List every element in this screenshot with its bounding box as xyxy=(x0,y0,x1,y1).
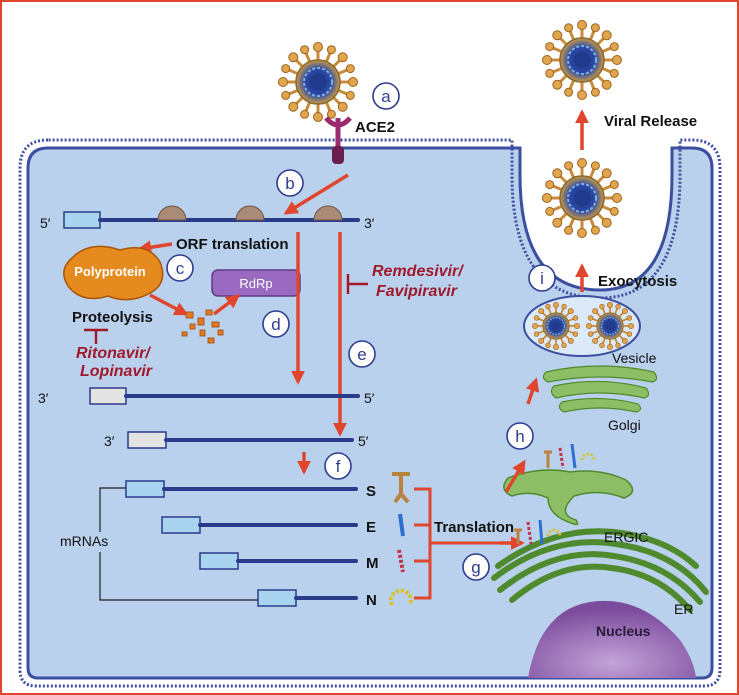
step-f-label: f xyxy=(336,457,341,476)
step-f-circle xyxy=(324,452,352,480)
vesicle-label: Vesicle xyxy=(612,350,657,366)
envelope-protein-icon xyxy=(398,513,405,537)
step-i-label: i xyxy=(540,269,544,288)
genome-5prime-label: 5′ xyxy=(40,215,51,231)
ergic-label: ERGIC xyxy=(604,529,648,545)
translation-bracket xyxy=(414,487,520,600)
membrane-protein-icon xyxy=(397,549,405,573)
protein-e-label: E xyxy=(366,519,376,536)
subgenomic-3prime-label: 3′ xyxy=(104,433,115,449)
polyprotein-blob-icon xyxy=(63,245,164,301)
ribosome-icon xyxy=(157,205,187,221)
step-g-label: g xyxy=(471,558,480,577)
subgenomic-5prime-label: 5′ xyxy=(358,433,369,449)
ergic-shape xyxy=(503,469,634,526)
translation-label: Translation xyxy=(434,519,514,536)
ace2-receptor-icon xyxy=(324,116,352,148)
rdrp-label: RdRp xyxy=(239,276,272,291)
ritonavir-drug-label: Ritonavir/ xyxy=(76,345,151,362)
remdesivir-inhibitor-mark xyxy=(346,274,368,294)
vesicle-virion-icon xyxy=(585,301,635,351)
step-i-circle xyxy=(528,264,556,292)
er-shape xyxy=(491,528,709,613)
protein-s-label: S xyxy=(366,483,376,500)
negative-strand-5prime-label: 5′ xyxy=(364,390,375,406)
golgi-shape xyxy=(542,365,658,413)
negative-strand-box xyxy=(89,387,127,405)
incoming-virion-icon xyxy=(277,41,359,123)
mrnas-label-bg xyxy=(58,532,106,552)
orf-translation-label: ORF translation xyxy=(176,236,289,253)
ergic-to-golgi-arrow xyxy=(504,459,526,493)
subgenomic-negative-box xyxy=(127,431,167,449)
mrna-e-box xyxy=(161,516,201,534)
step-a-label: a xyxy=(381,87,391,106)
cell-membrane xyxy=(18,138,722,688)
step-a-circle xyxy=(372,82,400,110)
viral-release-label: Viral Release xyxy=(604,113,697,130)
released-virion-icon xyxy=(541,19,623,101)
step-d-label: d xyxy=(271,315,280,334)
step-b-label: b xyxy=(285,174,294,193)
budding-virion-icon xyxy=(541,157,623,239)
step-c-circle xyxy=(166,254,194,282)
ergic-protein-cluster-icon xyxy=(544,443,596,469)
step-h-label: h xyxy=(515,427,524,446)
ribosome-icon xyxy=(235,205,265,221)
er-protein-cluster-icon xyxy=(514,519,562,545)
genome-3prime-label: 3′ xyxy=(364,215,375,231)
step-e-circle xyxy=(348,340,376,368)
exocytosis-label: Exocytosis xyxy=(598,273,677,290)
protein-n-label: N xyxy=(366,592,377,609)
step-h-circle xyxy=(506,422,534,450)
nucleocapsid-protein-icon xyxy=(389,588,413,606)
step-g-circle xyxy=(462,553,490,581)
ace2-label: ACE2 xyxy=(355,119,395,136)
nucleus-label: Nucleus xyxy=(596,623,651,639)
vesicle-virion-icon xyxy=(531,301,581,351)
protein-fragments-icon xyxy=(181,309,224,344)
step-c-label: c xyxy=(176,259,185,278)
entry-arrow xyxy=(283,173,349,215)
er-label: ER xyxy=(674,601,693,617)
negative-strand-3prime-label: 3′ xyxy=(38,390,49,406)
golgi-label: Golgi xyxy=(608,417,641,433)
nucleus-shape xyxy=(528,600,696,678)
remdesivir-drug-label: Remdesivir/ xyxy=(372,263,464,280)
proteolysis-arrow xyxy=(149,293,189,316)
orf-translation-arrow xyxy=(137,240,173,255)
step-e-label: e xyxy=(357,345,366,364)
mrnas-label: mRNAs xyxy=(60,533,108,549)
golgi-to-vesicle-arrow xyxy=(525,377,540,405)
ritonavir-inhibitor-mark xyxy=(84,328,108,344)
rdrp-box xyxy=(211,269,301,297)
polyprotein-label: Polyprotein xyxy=(74,264,146,279)
proteolysis-label: Proteolysis xyxy=(72,309,153,326)
vesicle-shape xyxy=(523,295,641,357)
ace2-transmembrane-icon xyxy=(332,146,344,164)
lopinavir-drug-label: Lopinavir xyxy=(80,363,153,380)
rdrp-assembly-arrow xyxy=(212,294,241,316)
favipiravir-drug-label: Favipiravir xyxy=(376,283,458,300)
genome-utr-box xyxy=(63,211,101,229)
mrna-s-box xyxy=(125,480,165,498)
mrna-n-box xyxy=(257,589,297,607)
spike-protein-icon xyxy=(392,472,410,504)
ribosome-icon xyxy=(313,205,343,221)
mrna-m-box xyxy=(199,552,239,570)
protein-m-label: M xyxy=(366,555,379,572)
step-b-circle xyxy=(276,169,304,197)
step-d-circle xyxy=(262,310,290,338)
